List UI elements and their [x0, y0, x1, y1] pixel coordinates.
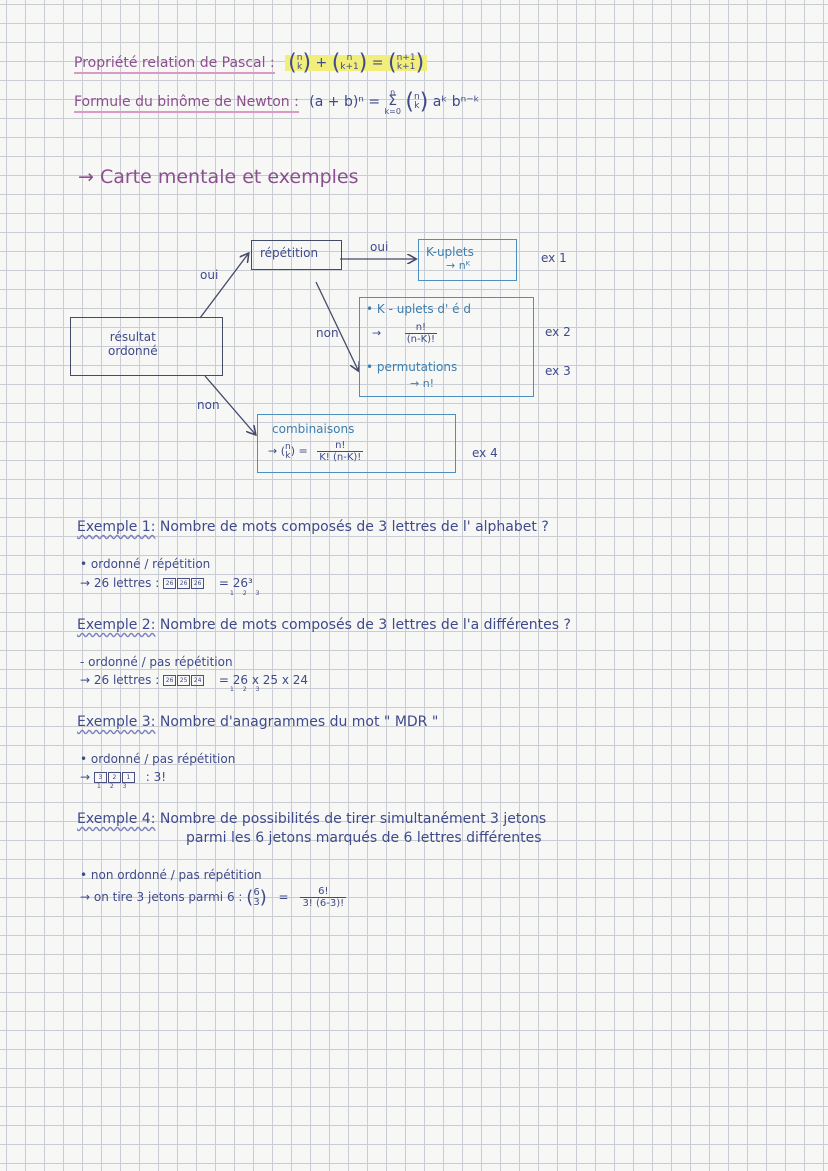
- kuplets-label: K-uplets→ nᴷ: [426, 245, 474, 273]
- example-4-heading: Exemple 4: Nombre de possibilités de tir…: [77, 811, 546, 827]
- newton-line: Formule du binôme de Newton : (a + b)ⁿ =…: [74, 88, 480, 116]
- label-non-2: non: [316, 326, 339, 340]
- root-box: [70, 317, 223, 376]
- pascal-label: Propriété relation de Pascal :: [74, 54, 275, 74]
- label-non-1: non: [197, 398, 220, 412]
- example-4-question: Nombre de possibilités de tirer simultan…: [159, 811, 547, 827]
- arrow-root-combinaisons: [204, 375, 255, 434]
- ex1-label: ex 1: [541, 251, 567, 265]
- kuplets-box: [418, 239, 517, 281]
- example-4-title: Exemple 4:: [77, 811, 156, 827]
- distinct-title: • K - uplets d' é d: [366, 302, 471, 316]
- newton-label: Formule du binôme de Newton :: [74, 94, 299, 113]
- example-2-heading: Exemple 2: Nombre de mots composés de 3 …: [77, 617, 571, 633]
- example-3-heading: Exemple 3: Nombre d'anagrammes du mot " …: [77, 714, 438, 730]
- example-3-line1: • ordonné / pas répétition: [80, 752, 236, 766]
- example-4-question2: parmi les 6 jetons marqués de 6 lettres …: [186, 830, 542, 846]
- example-1-question: Nombre de mots composés de 3 lettres de …: [159, 519, 549, 535]
- label-oui-2: oui: [370, 240, 389, 254]
- permutations-title: • permutations: [366, 360, 458, 374]
- example-3-title: Exemple 3:: [77, 714, 156, 730]
- example-3-question: Nombre d'anagrammes du mot " MDR ": [159, 714, 439, 730]
- example-1-heading: Exemple 1: Nombre de mots composés de 3 …: [77, 519, 549, 535]
- arrow-repetition-distinct: [315, 281, 358, 370]
- combinaisons-box: [257, 414, 456, 473]
- example-2-title: Exemple 2:: [77, 617, 156, 633]
- example-2-question: Nombre de mots composés de 3 lettres de …: [159, 617, 571, 633]
- example-3-indices: 123: [97, 783, 136, 790]
- example-1-line1: • ordonné / répétition: [80, 557, 211, 571]
- section-title: → Carte mentale et exemples: [78, 166, 359, 188]
- example-1-indices: 123: [230, 590, 269, 597]
- distinct-formula: → n!(n-K)!: [372, 322, 438, 345]
- ex4-label: ex 4: [472, 446, 498, 460]
- repetition-box: [251, 240, 342, 270]
- example-4-line1: • non ordonné / pas répétition: [80, 868, 262, 882]
- example-2-line1: - ordonné / pas répétition: [80, 655, 233, 669]
- ex3-label: ex 3: [545, 364, 571, 378]
- distinct-box: [359, 297, 534, 397]
- example-2-indices: 123: [230, 686, 269, 693]
- arrow-root-repetition: [199, 254, 248, 319]
- example-1-title: Exemple 1:: [77, 519, 156, 535]
- label-oui-1: oui: [200, 268, 219, 282]
- combinaisons-title: combinaisons: [272, 422, 355, 436]
- permutations-formula: → n!: [410, 377, 435, 390]
- repetition-label: répétition: [260, 246, 319, 260]
- ex2-label: ex 2: [545, 325, 571, 339]
